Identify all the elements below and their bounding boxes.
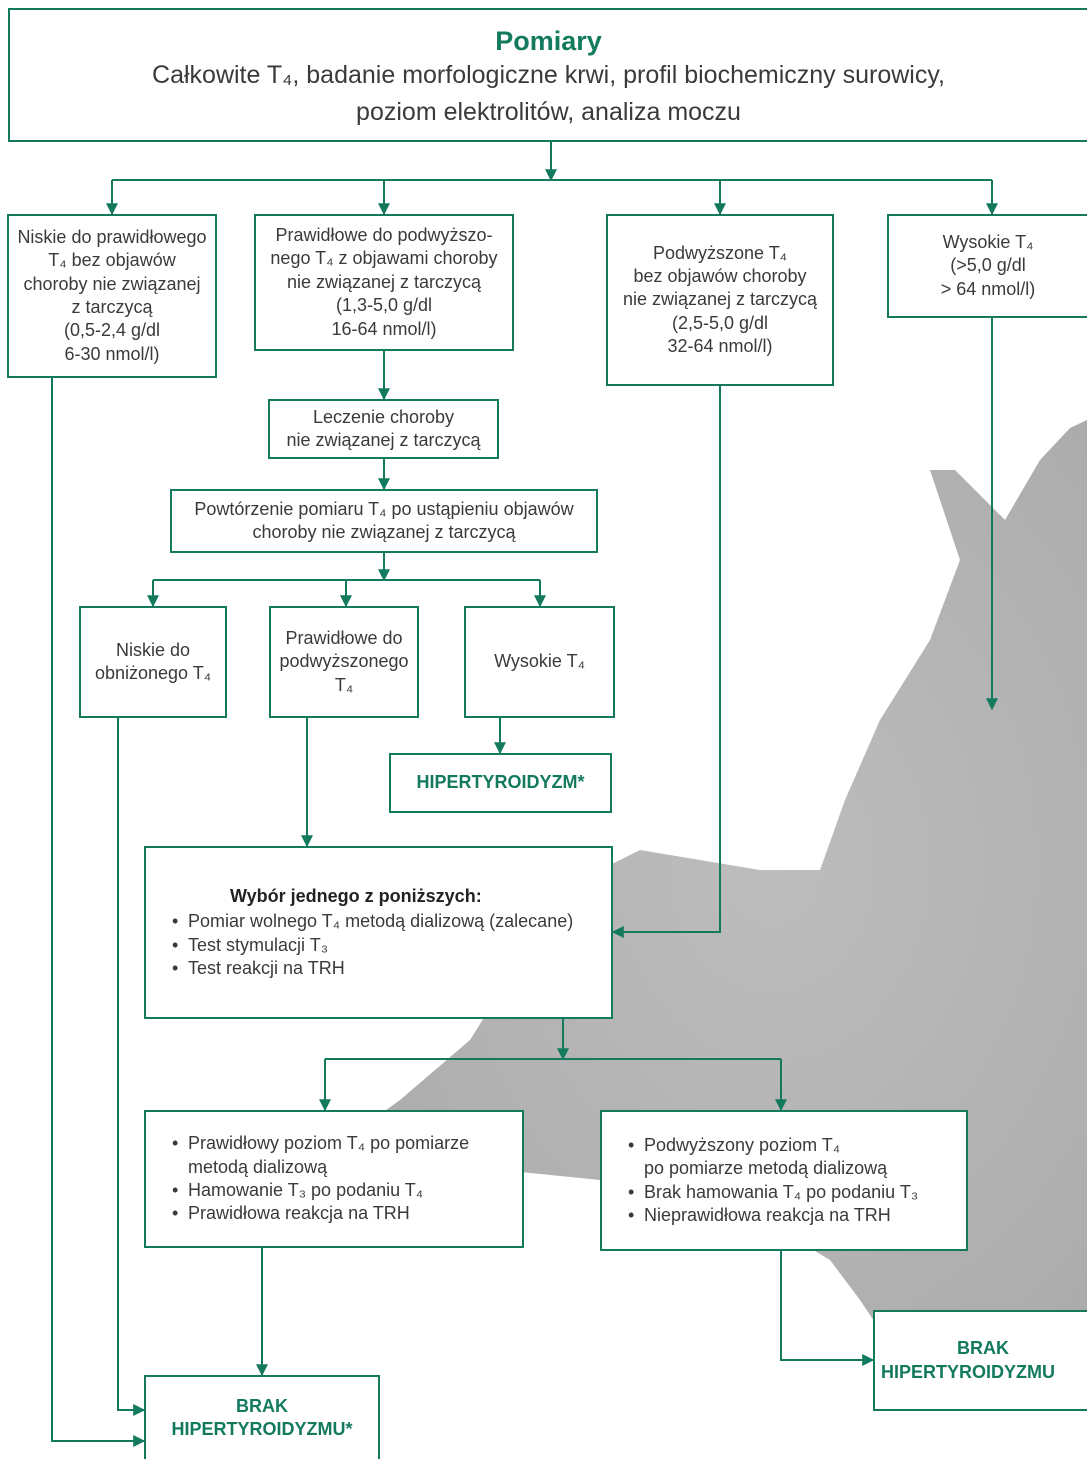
elevated-line-5: 32-64 nmol/l): [667, 336, 773, 357]
no-hyper-left-line-1: BRAK: [236, 1395, 288, 1416]
connector: [611, 386, 721, 938]
low-to-normal-line-2: T₄ bez objawów: [48, 250, 176, 271]
normal-to-high-line-5: 16-64 nmol/l): [331, 318, 437, 339]
normal-result-item-cont: metodą dializową: [188, 1156, 328, 1177]
hyperthyroidism-label: HIPERTYROIDYZM*: [416, 772, 585, 793]
low-to-normal-line-3: choroby nie związanej: [23, 273, 201, 294]
abnormal-result-list: Podwyższony poziom T₄ po pomiarze metodą…: [628, 1134, 918, 1228]
hyperthyroidism-box: HIPERTYROIDYZM*: [389, 753, 612, 813]
normal-result-item: Hamowanie T₃ po podaniu T₄: [172, 1179, 469, 1203]
high-t4-box: Wysokie T₄ (>5,0 g/dl > 64 nmol/l): [887, 214, 1087, 318]
no-hyper-right-line-2: HIPERTYROIDYZMU: [881, 1361, 1056, 1382]
low-to-normal-line-5: (0,5-2,4 g/dl: [63, 320, 161, 341]
measurements-line-1: Całkowite T₄, badanie morfologiczne krwi…: [152, 61, 945, 90]
elevated-t4-box: Podwyższone T₄ bez objawów choroby nie z…: [606, 214, 834, 386]
no-hyper-left-line-2: HIPERTYROIDYZMU*: [171, 1419, 353, 1439]
high-line-1: Wysokie T₄: [942, 231, 1034, 252]
abnormal-result-box: Podwyższony poziom T₄ po pomiarze metodą…: [600, 1110, 968, 1251]
repeat-measurement-box: Powtórzenie pomiaru T₄ po ustąpieniu obj…: [170, 489, 598, 553]
low-to-decreased-t4-box: Niskie do obniżonego T₄: [79, 606, 227, 718]
elevated-line-1: Podwyższone T₄: [652, 242, 788, 263]
treatment-line-2: nie związanej z tarczycą: [286, 430, 481, 450]
normal-to-high-t4-box: Prawidłowe do podwyższo- nego T₄ z objaw…: [254, 214, 514, 351]
low-to-normal-t4-box: Niskie do prawidłowego T₄ bez objawów ch…: [7, 214, 217, 378]
test-choice-item: Test stymulacji T₃: [172, 934, 573, 958]
high-second-line-1: Wysokie T₄: [494, 651, 585, 672]
abnormal-result-item: Brak hamowania T₄ po podaniu T₃: [628, 1181, 918, 1205]
normal-result-item: Prawidłowa reakcja na TRH: [172, 1202, 469, 1226]
test-choice-box: Wybór jednego z poniższych: Pomiar wolne…: [144, 846, 613, 1019]
normal-to-high-line-4: (1,3-5,0 g/dl: [335, 295, 433, 316]
normal-result-box: Prawidłowy poziom T₄ po pomiarze metodą …: [144, 1110, 524, 1248]
normal-to-high-line-3: nie związanej z tarczycą: [286, 271, 482, 292]
normal-to-elevated-line-2: podwyższonego: [279, 651, 409, 672]
normal-result-item: metodą dializową: [172, 1156, 469, 1179]
measurements-line-2: poziom elektrolitów, analiza moczu: [356, 97, 741, 126]
abnormal-result-item: po pomiarze metodą dializową: [628, 1157, 918, 1180]
test-choice-heading: Wybór jednego z poniższych:: [230, 885, 482, 906]
normal-to-elevated-t4-box: Prawidłowe do podwyższonego T₄: [269, 606, 419, 718]
connector: [780, 1251, 875, 1366]
low-to-normal-line-6: 6-30 nmol/l): [64, 343, 160, 364]
repeat-line-1: Powtórzenie pomiaru T₄ po ustąpieniu obj…: [194, 498, 574, 519]
high-t4-second-box: Wysokie T₄: [464, 606, 615, 718]
abnormal-result-item: Podwyższony poziom T₄: [628, 1134, 918, 1158]
test-choice-item: Test reakcji na TRH: [172, 957, 573, 981]
connector: [51, 378, 146, 1447]
normal-to-high-line-1: Prawidłowe do podwyższo-: [275, 225, 493, 246]
normal-result-list: Prawidłowy poziom T₄ po pomiarze metodą …: [172, 1132, 469, 1226]
connector: [117, 718, 146, 1416]
high-line-3: > 64 nmol/l): [940, 278, 1036, 299]
abnormal-result-item-cont: po pomiarze metodą dializową: [644, 1158, 888, 1179]
measurements-box: Pomiary Całkowite T₄, badanie morfologic…: [8, 8, 1087, 142]
normal-result-item: Prawidłowy poziom T₄ po pomiarze: [172, 1132, 469, 1156]
normal-to-elevated-line-3: T₄: [334, 674, 354, 695]
low-to-normal-line-1: Niskie do prawidłowego: [17, 226, 207, 247]
test-choice-list: Pomiar wolnego T₄ metodą dializową (zale…: [172, 910, 573, 981]
elevated-line-4: (2,5-5,0 g/dl: [671, 312, 769, 333]
repeat-line-2: choroby nie związanej z tarczycą: [252, 522, 516, 542]
abnormal-result-item: Nieprawidłowa reakcja na TRH: [628, 1204, 918, 1228]
test-choice-item: Pomiar wolnego T₄ metodą dializową (zale…: [172, 910, 573, 934]
normal-to-elevated-line-1: Prawidłowe do: [285, 627, 403, 648]
treatment-line-1: Leczenie choroby: [312, 406, 455, 427]
measurements-title: Pomiary: [495, 26, 602, 57]
low-to-decreased-line-1: Niskie do: [115, 639, 191, 660]
elevated-line-3: nie związanej z tarczycą: [622, 289, 818, 310]
no-hyper-right-line-1: BRAK: [957, 1338, 1009, 1359]
low-to-normal-line-4: z tarczycą: [71, 297, 153, 317]
normal-to-high-line-2: nego T₄ z objawami choroby: [270, 248, 498, 269]
high-line-2: (>5,0 g/dl: [950, 255, 1026, 276]
no-hyperthyroidism-left-box: BRAK HIPERTYROIDYZMU*: [144, 1375, 380, 1459]
treatment-box: Leczenie choroby nie związanej z tarczyc…: [268, 399, 499, 459]
elevated-line-2: bez objawów choroby: [633, 265, 807, 286]
no-hyperthyroidism-right-box: BRAK HIPERTYROIDYZMU: [873, 1310, 1087, 1411]
low-to-decreased-line-2: obniżonego T₄: [94, 663, 212, 683]
